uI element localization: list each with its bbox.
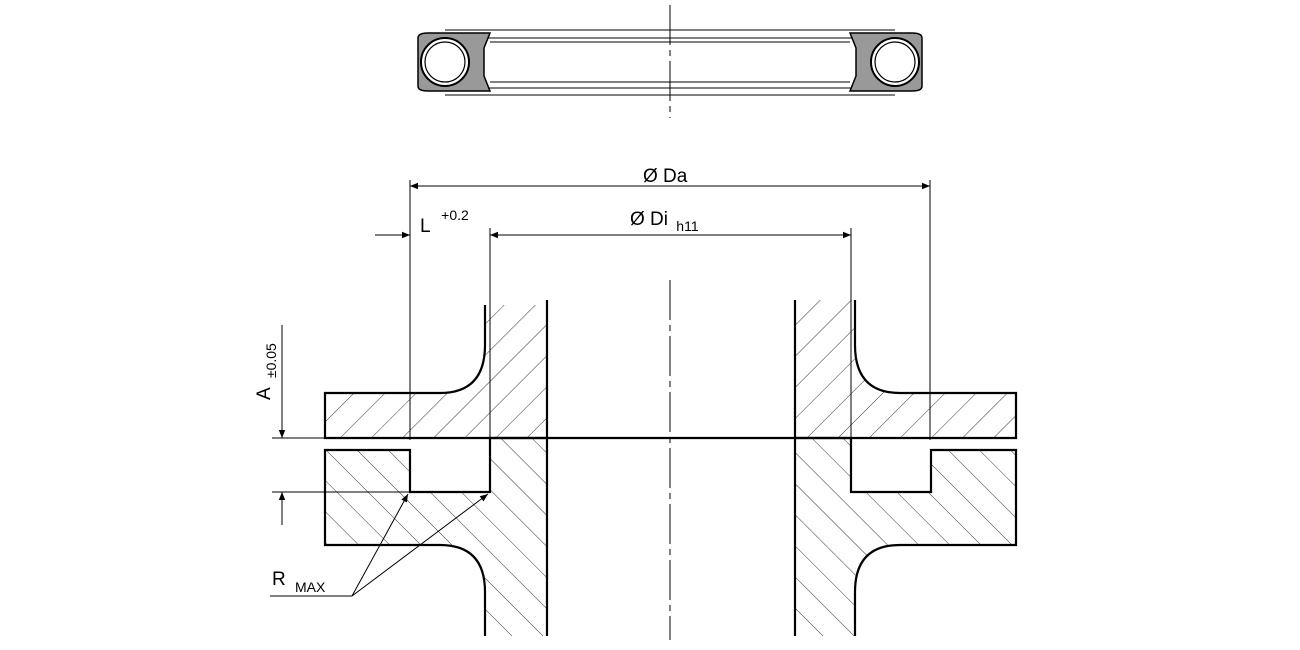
dim-l-tolerance: +0.2: [441, 207, 469, 223]
dim-a-label: A: [254, 387, 275, 400]
right-upper-part: [795, 300, 1016, 438]
svg-text:A ±0.05: A ±0.05: [254, 343, 279, 400]
dim-da-label: Ø Da: [643, 166, 688, 187]
r-label: R: [272, 569, 286, 590]
left-lower-part: [325, 438, 547, 636]
dim-di-label: Ø Di: [630, 209, 668, 230]
groove-section: [323, 280, 1018, 640]
dim-di-tolerance: h11: [676, 218, 699, 234]
svg-text:Ø Di h11: Ø Di h11: [630, 209, 699, 234]
dim-a-tolerance: ±0.05: [263, 343, 279, 378]
left-upper-part: [325, 305, 547, 438]
r-sub-label: MAX: [295, 579, 326, 595]
seal-ring-view: [417, 5, 923, 118]
svg-text:R MAX: R MAX: [272, 569, 326, 595]
right-lower-part: [795, 438, 1016, 636]
dimensions: Ø Da Ø Di h11 L +0.2 A ±0.05 R MAX: [254, 166, 931, 597]
spring-coil-right: [870, 37, 920, 87]
dim-l-label: L: [420, 216, 430, 237]
svg-text:L +0.2: L +0.2: [420, 207, 469, 237]
spring-coil-left: [420, 37, 470, 87]
